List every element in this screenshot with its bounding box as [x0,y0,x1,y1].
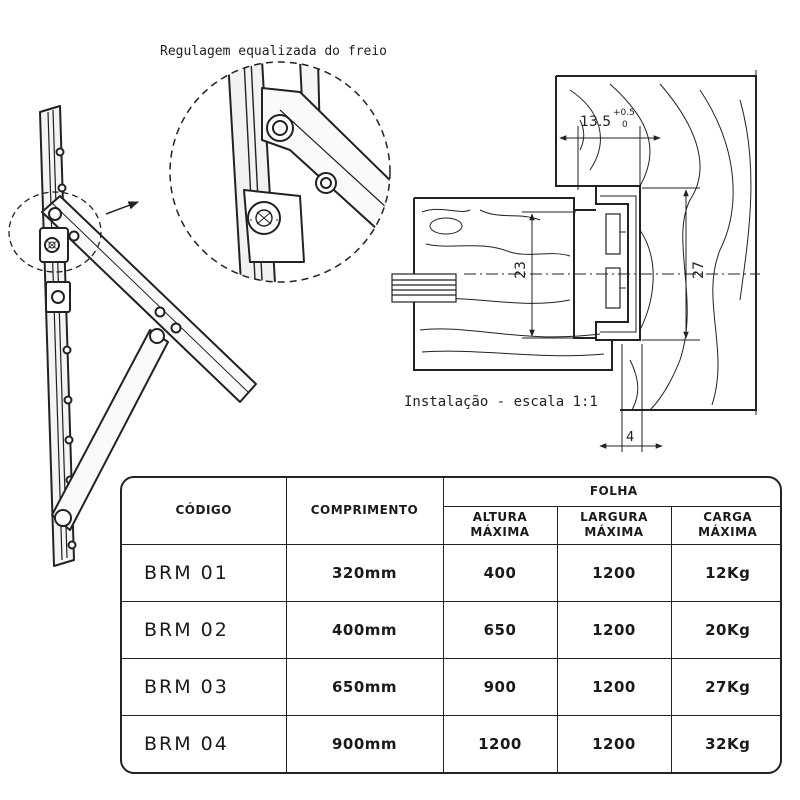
cell-load: 12Kg [670,543,780,602]
dim-13-5 [559,126,661,190]
dim-top-value: 13.5 [580,114,612,130]
cell-height: 1200 [442,715,558,772]
cell-code: BRM 01 [122,543,287,602]
cell-code: BRM 03 [122,658,287,717]
cell-height: 400 [442,543,558,602]
channel-profile [595,185,641,341]
cell-height: 900 [442,658,558,717]
installation-label: Instalação - escala 1:1 [404,394,598,410]
cell-length: 900mm [285,715,444,772]
table-row: BRM 02 400mm 650 1200 20Kg [122,600,780,660]
support-arm [51,328,169,531]
cell-width: 1200 [556,715,672,772]
dim-top-tol-lower: 0 [622,120,628,130]
glass-pane [391,273,457,303]
callout-label: Regulagem equalizada do freio [160,44,387,59]
main-arm [41,195,257,403]
header-sash-group: FOLHA [442,478,780,507]
dim-height-inner: 23 [512,261,529,279]
dim-gap: 4 [626,430,635,445]
dim-23 [522,211,576,339]
slider-block [45,281,71,313]
table-row: BRM 01 320mm 400 1200 12Kg [122,543,780,602]
cell-length: 400mm [285,600,444,660]
table-row: BRM 04 900mm 1200 1200 32Kg [122,715,780,772]
header-code: CÓDIGO [122,478,287,545]
dim-top-tol-upper: +0.5 [613,108,635,118]
table-row: BRM 03 650mm 900 1200 27Kg [122,658,780,717]
cell-length: 320mm [285,543,444,602]
dim-4 [599,344,663,452]
cell-length: 650mm [285,658,444,717]
wood-grain-frame [569,83,752,411]
cell-load: 27Kg [670,658,780,717]
cell-code: BRM 04 [122,715,287,772]
header-length: COMPRIMENTO [285,478,444,545]
detail-circle [169,61,391,283]
cell-width: 1200 [556,543,672,602]
cell-code: BRM 02 [122,600,287,660]
cell-height: 650 [442,600,558,660]
vertical-rail [39,105,77,567]
dim-27 [642,187,700,341]
cell-width: 1200 [556,600,672,660]
brake-block [39,227,69,263]
hinge-drawing [8,105,257,567]
dim-height-outer: 27 [690,261,707,279]
cell-load: 32Kg [670,715,780,772]
cell-width: 1200 [556,658,672,717]
cell-load: 20Kg [670,600,780,660]
installation-section [391,70,760,452]
